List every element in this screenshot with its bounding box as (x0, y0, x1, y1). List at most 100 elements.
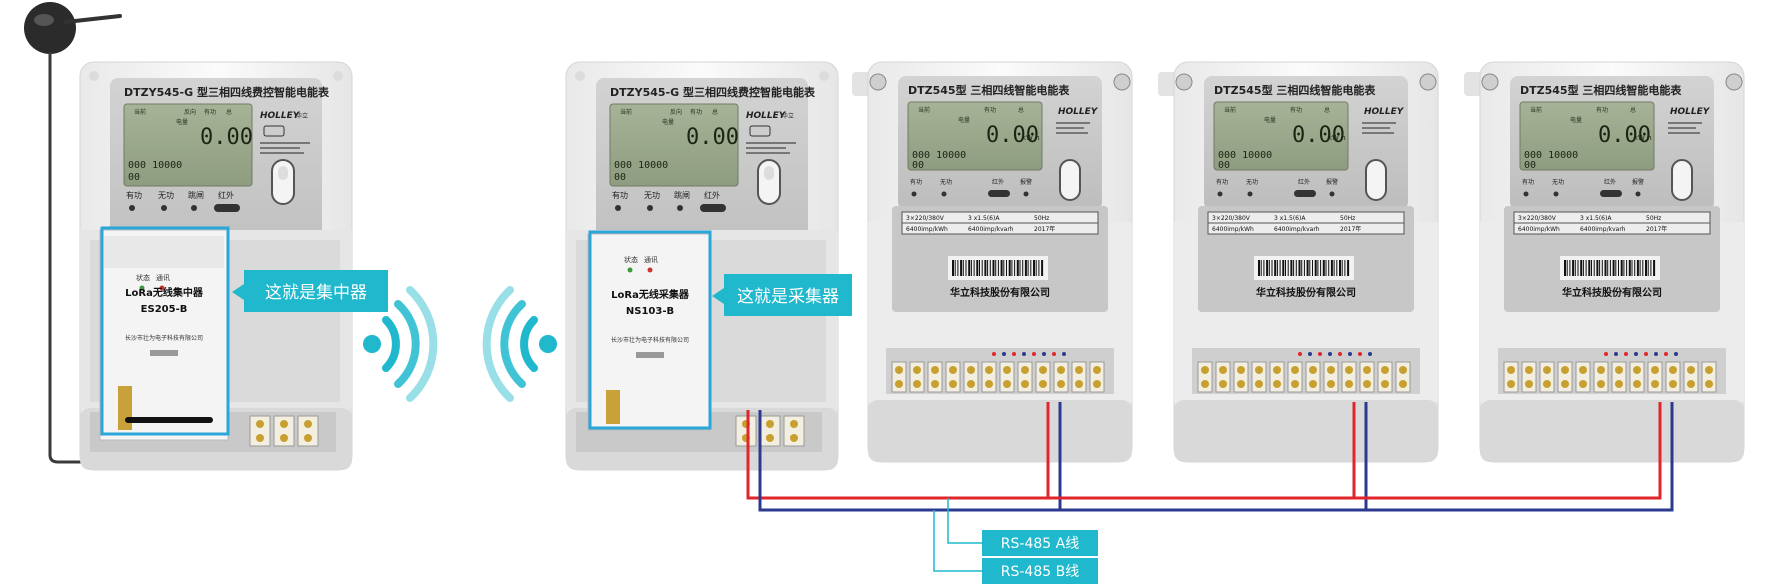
barcode-bar (1022, 260, 1024, 276)
barcode-bar (1317, 260, 1319, 276)
barcode-bar (973, 260, 975, 276)
barcode-bar (962, 260, 964, 276)
terminal-screw (1561, 380, 1569, 388)
lcd-label-active: 有功 (984, 106, 996, 114)
barcode-bar (1566, 260, 1568, 276)
terminal-screw (1687, 380, 1695, 388)
terminal-screw (1003, 380, 1011, 388)
lcd-energy-label: 电量 (958, 116, 970, 124)
infrared-window (1294, 190, 1316, 197)
barcode-bar (1607, 260, 1609, 276)
indicator-label: 有功 (1216, 178, 1228, 186)
terminal-pin (1644, 352, 1648, 356)
page-button[interactable] (1671, 159, 1693, 201)
rs485-legend: RS-485 A线 RS-485 B线 (933, 498, 1098, 584)
terminal-screw (1093, 366, 1101, 374)
page-button[interactable] (1365, 159, 1387, 201)
terminal-screw (1273, 366, 1281, 374)
terminal-screw (1399, 380, 1407, 388)
barcode-bar (1645, 260, 1647, 276)
terminal-screw (1345, 380, 1353, 388)
terminal-screw (1525, 380, 1533, 388)
spec-value: 6400imp/kWh (1212, 226, 1254, 233)
concentrator-comm-label: 通讯 (156, 273, 170, 282)
terminal-screw (1039, 366, 1047, 374)
lcd-value: 0.00 (1292, 123, 1345, 148)
concentrator-model: ES205-B (141, 304, 188, 315)
barcode-bar (1626, 260, 1628, 276)
barcode-bar (1588, 260, 1591, 276)
barcode-bar (1006, 260, 1007, 276)
terminal-pin (1022, 352, 1026, 356)
terminal-pin (1358, 352, 1362, 356)
indicator-label: 无功 (940, 178, 952, 186)
meter-dtz545-1: DTZ545型 三相四线智能电能表当前有功总电量0.00kW h000 1000… (852, 61, 1133, 463)
barcode-bar (1011, 260, 1013, 276)
lcd-label-total: 总 (1630, 106, 1636, 114)
barcode-bar (979, 260, 980, 276)
terminal-pin (1654, 352, 1658, 356)
barcode-bar (1577, 260, 1579, 276)
collector-status-label: 状态 (624, 255, 638, 264)
barcode-bar (989, 260, 991, 276)
lcd-label-total: 总 (1018, 106, 1024, 114)
barcode-bar (1271, 260, 1273, 276)
spec-value: 3×220/380V (906, 215, 945, 222)
spec-value: 3 x1.5(6)A (1580, 215, 1612, 222)
terminal-pin (1634, 352, 1638, 356)
indicator-label: 红外 (992, 178, 1004, 186)
barcode-bar (952, 260, 954, 276)
barcode-bar (1274, 260, 1277, 276)
barcode-bar (1615, 260, 1617, 276)
lcd-label-active: 有功 (690, 108, 702, 116)
indicator-infrared: 红外 (704, 190, 720, 200)
screw-icon (1175, 73, 1193, 91)
indicator-light (941, 191, 947, 197)
barcode-bar (1569, 260, 1571, 276)
barcode-bar (1019, 260, 1021, 276)
indicator-reactive: 无功 (644, 190, 660, 200)
lcd-code: 000 10000 (912, 150, 966, 161)
terminal-screw (1327, 380, 1335, 388)
lcd-screen (1213, 101, 1349, 171)
infrared-window (1600, 190, 1622, 197)
barcode-bar (1258, 260, 1260, 276)
meter-model-label: DTZ545型 三相四线智能电能表 (1214, 83, 1376, 97)
barcode-bar (1030, 260, 1032, 276)
brand-logo: HOLLEY (1364, 107, 1405, 117)
meter-model-label: DTZY545-G 型三相四线费控智能电能表 (124, 85, 330, 99)
collector-callout-text: 这就是采集器 (737, 287, 839, 307)
page-button[interactable] (1059, 159, 1081, 201)
lcd-code: 000 10000 (1218, 150, 1272, 161)
terminal-pin (1368, 352, 1372, 356)
spec-value: 2017年 (1034, 225, 1055, 233)
barcode-bar (1293, 260, 1295, 276)
terminal-screw (1237, 380, 1245, 388)
barcode-bar (1298, 260, 1301, 276)
terminal-screw (1309, 380, 1317, 388)
terminal-cover (1480, 400, 1744, 462)
spec-value: 3 x1.5(6)A (1274, 215, 1306, 222)
terminal-screw (1615, 380, 1623, 388)
terminal-pin (1664, 352, 1668, 356)
barcode-bar (992, 260, 995, 276)
brand-sub: 华立 (782, 112, 794, 120)
barcode-bar (1314, 260, 1317, 276)
terminal-screw (967, 366, 975, 374)
lcd-value: 0.00 (686, 125, 739, 150)
company-name: 华立科技股份有限公司 (1562, 286, 1662, 299)
collector-callout: 这就是采集器 (712, 274, 852, 316)
indicator-label: 无功 (1246, 178, 1258, 186)
infrared-window (988, 190, 1010, 197)
terminal-screw (1345, 366, 1353, 374)
barcode-bar (1309, 260, 1311, 276)
terminal-screw (1543, 380, 1551, 388)
terminal-pin (1308, 352, 1312, 356)
lcd-value: 0.00 (1598, 123, 1651, 148)
barcode-bar (1639, 260, 1641, 276)
terminal-pin (1012, 352, 1016, 356)
lcd-label-current: 当前 (620, 108, 632, 116)
terminal-screw (913, 366, 921, 374)
barcode-bar (1572, 260, 1575, 276)
barcode-bar (1650, 260, 1652, 276)
